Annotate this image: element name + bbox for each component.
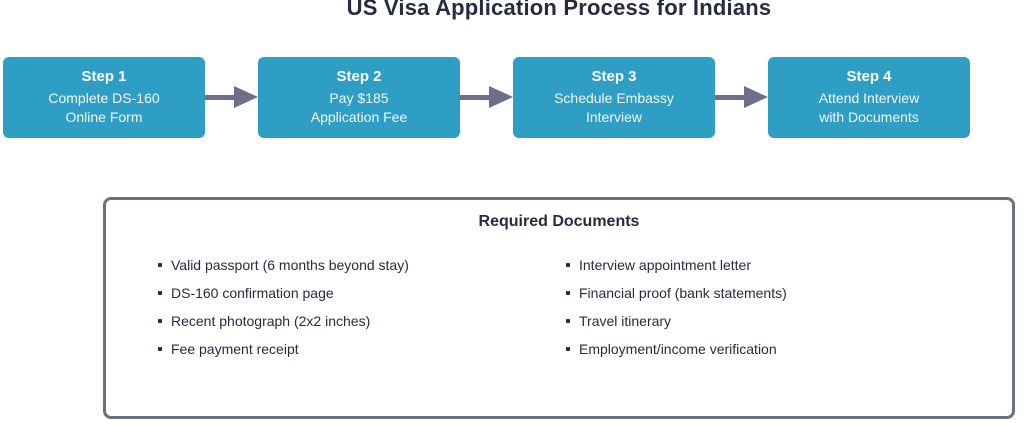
- list-item-text: Employment/income verification: [579, 341, 777, 357]
- step-1-title: Step 1: [81, 68, 127, 85]
- list-item-text: DS-160 confirmation page: [171, 285, 334, 301]
- diagram-title: US Visa Application Process for Indians: [346, 0, 772, 20]
- step-3-title: Step 3: [591, 68, 637, 85]
- list-item: Valid passport (6 months beyond stay): [158, 251, 409, 279]
- step-4-box: Step 4 Attend Interview with Documents: [768, 57, 970, 138]
- step-2-title: Step 2: [336, 68, 382, 85]
- step-4-line1: Attend Interview: [818, 90, 920, 106]
- arrow-shaft: [715, 94, 744, 100]
- arrow-right-icon: [715, 86, 768, 108]
- bullet-icon: [566, 347, 570, 352]
- list-item-text: Fee payment receipt: [171, 341, 299, 357]
- arrow-right-icon: [205, 86, 258, 108]
- documents-right-column: Interview appointment letter Financial p…: [566, 251, 787, 363]
- bullet-icon: [566, 319, 570, 324]
- bullet-icon: [158, 291, 162, 296]
- list-item-text: Recent photograph (2x2 inches): [171, 313, 371, 329]
- step-4-title: Step 4: [846, 68, 892, 85]
- arrow-right-icon: [460, 86, 513, 108]
- list-item: Interview appointment letter: [566, 251, 787, 279]
- bullet-icon: [158, 263, 162, 268]
- step-1-box: Step 1 Complete DS-160 Online Form: [3, 57, 205, 138]
- arrow-head: [744, 86, 768, 108]
- step-2-line2: Application Fee: [310, 109, 408, 125]
- documents-left-column: Valid passport (6 months beyond stay) DS…: [158, 251, 409, 363]
- step-1-line1: Complete DS-160: [48, 90, 160, 106]
- arrow-shaft: [205, 94, 234, 100]
- step-3-line1: Schedule Embassy: [554, 90, 674, 106]
- required-documents-panel: Required Documents Valid passport (6 mon…: [103, 197, 1015, 419]
- list-item: Financial proof (bank statements): [566, 279, 787, 307]
- bullet-icon: [566, 291, 570, 296]
- step-3-line2: Interview: [585, 109, 643, 125]
- list-item: Fee payment receipt: [158, 335, 409, 363]
- list-item-text: Valid passport (6 months beyond stay): [171, 257, 409, 273]
- step-3-box: Step 3 Schedule Embassy Interview: [513, 57, 715, 138]
- list-item-text: Financial proof (bank statements): [579, 285, 787, 301]
- step-1-line2: Online Form: [65, 109, 143, 125]
- list-item-text: Interview appointment letter: [579, 257, 751, 273]
- bullet-icon: [566, 263, 570, 268]
- list-item: Employment/income verification: [566, 335, 787, 363]
- list-item: Travel itinerary: [566, 307, 787, 335]
- list-item: Recent photograph (2x2 inches): [158, 307, 409, 335]
- step-2-line1: Pay $185: [329, 90, 389, 106]
- required-documents-heading: Required Documents: [478, 213, 640, 230]
- step-4-line2: with Documents: [819, 109, 919, 125]
- arrow-head: [234, 86, 258, 108]
- step-2-box: Step 2 Pay $185 Application Fee: [258, 57, 460, 138]
- list-item: DS-160 confirmation page: [158, 279, 409, 307]
- bullet-icon: [158, 319, 162, 324]
- list-item-text: Travel itinerary: [579, 313, 672, 329]
- arrow-shaft: [460, 94, 489, 100]
- bullet-icon: [158, 347, 162, 352]
- arrow-head: [489, 86, 513, 108]
